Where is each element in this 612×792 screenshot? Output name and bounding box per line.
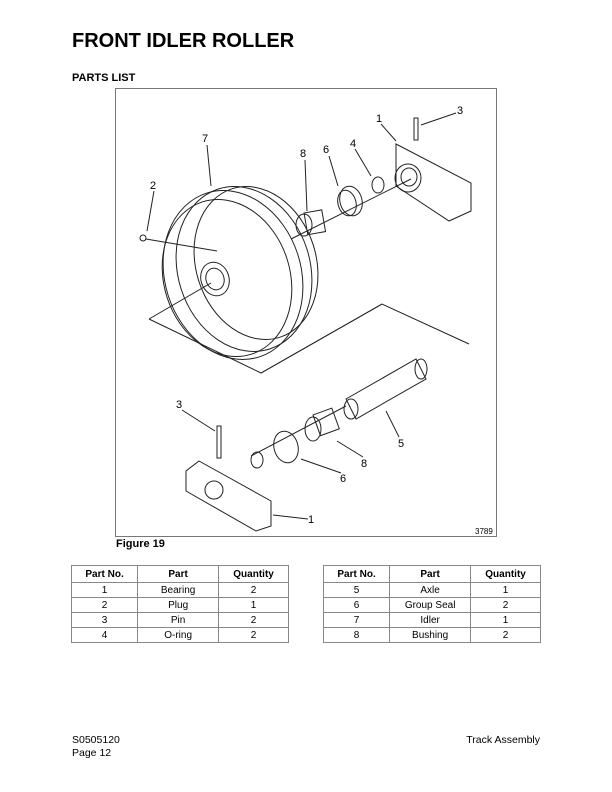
cell: 1 bbox=[470, 582, 541, 598]
callout-7: 7 bbox=[202, 133, 208, 145]
callout-3-lower: 3 bbox=[176, 399, 182, 411]
cell: 4 bbox=[70, 627, 139, 643]
cell: 2 bbox=[470, 597, 541, 613]
cell: 8 bbox=[322, 627, 391, 643]
idler-wheel bbox=[161, 186, 319, 360]
cell: 3 bbox=[70, 612, 139, 628]
callout-8: 8 bbox=[300, 148, 306, 160]
header-part-no: Part No. bbox=[322, 565, 391, 583]
footer-left: S0505120 Page 12 bbox=[72, 734, 120, 760]
figure-caption: Figure 19 bbox=[116, 538, 165, 550]
cell: 2 bbox=[70, 597, 139, 613]
page-title: FRONT IDLER ROLLER bbox=[72, 30, 295, 52]
header-part-no: Part No. bbox=[70, 565, 139, 583]
header-quantity: Quantity bbox=[218, 565, 289, 583]
document-number: S0505120 bbox=[72, 734, 120, 746]
callout-1: 1 bbox=[376, 113, 382, 125]
section-heading: PARTS LIST bbox=[72, 72, 136, 84]
header-part: Part bbox=[137, 565, 220, 583]
page-number: Page 12 bbox=[72, 747, 112, 759]
cell: Pin bbox=[137, 612, 220, 628]
callout-5: 5 bbox=[398, 438, 404, 450]
callout-1-lower: 1 bbox=[308, 514, 314, 526]
axis-plane bbox=[148, 303, 470, 374]
cell: 1 bbox=[70, 582, 139, 598]
cell: Idler bbox=[389, 612, 472, 628]
callout-4: 4 bbox=[350, 138, 356, 150]
cell: Group Seal bbox=[389, 597, 472, 613]
header-part: Part bbox=[389, 565, 472, 583]
cell: 5 bbox=[322, 582, 391, 598]
callout-6-lower: 6 bbox=[340, 473, 346, 485]
cell: O-ring bbox=[137, 627, 220, 643]
cell: 1 bbox=[218, 597, 289, 613]
cell: Plug bbox=[137, 597, 220, 613]
cell: 2 bbox=[218, 612, 289, 628]
exploded-diagram: 7 2 8 6 4 1 3 3 5 8 6 1 3789 bbox=[115, 88, 497, 537]
cell: 6 bbox=[322, 597, 391, 613]
cell: 2 bbox=[218, 582, 289, 598]
cell: 2 bbox=[470, 627, 541, 643]
figure-code: 3789 bbox=[475, 527, 493, 536]
cell: Bearing bbox=[137, 582, 220, 598]
callout-2: 2 bbox=[150, 180, 156, 192]
header-quantity: Quantity bbox=[470, 565, 541, 583]
cell: 7 bbox=[322, 612, 391, 628]
callout-8-lower: 8 bbox=[361, 458, 367, 470]
callout-3: 3 bbox=[457, 105, 463, 117]
cell: Axle bbox=[389, 582, 472, 598]
cell: 2 bbox=[218, 627, 289, 643]
cell: Bushing bbox=[389, 627, 472, 643]
footer-section: Track Assembly bbox=[466, 734, 540, 746]
callout-6: 6 bbox=[323, 144, 329, 156]
cell: 1 bbox=[470, 612, 541, 628]
